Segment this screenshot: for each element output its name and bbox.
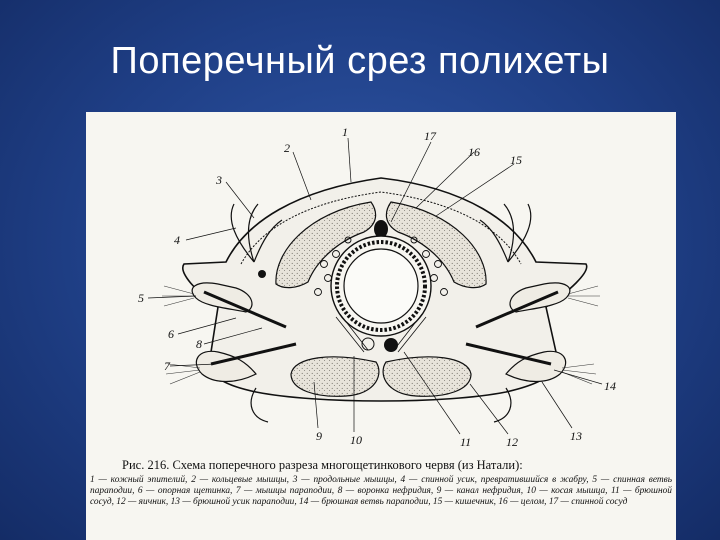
aciculum-right-ventral [465, 342, 552, 366]
ventral-vessel [384, 338, 398, 352]
dorsal-vessel [374, 220, 388, 238]
label-13: 13 [570, 429, 582, 443]
caption-legend: 1 — кожный эпителий, 2 — кольцевые мышцы… [90, 475, 672, 507]
aciculum-left [203, 290, 287, 329]
label-10: 10 [350, 433, 362, 447]
figure-caption: Рис. 216. Схема поперечного разреза мног… [86, 458, 676, 508]
label-15: 15 [510, 153, 522, 167]
ventral-muscle-right [382, 356, 472, 397]
ventral-muscle-left [290, 356, 380, 397]
dorsal-muscle-left [275, 201, 377, 289]
label-4: 4 [174, 233, 180, 247]
oblique-muscles [335, 313, 427, 353]
figure-panel: 1 2 3 4 5 6 7 8 9 10 11 12 13 14 15 16 1… [86, 112, 676, 540]
leader-lines [147, 137, 603, 435]
label-6: 6 [168, 327, 174, 341]
parapodium-ventral-left [195, 350, 257, 383]
gill-right [479, 203, 532, 263]
intestine-epithelium [335, 240, 427, 332]
label-3: 3 [215, 173, 222, 187]
intestine-lumen [343, 248, 419, 324]
ventral-cirrus-left [250, 387, 269, 423]
parapodium-ventral-right [505, 350, 567, 383]
slide-title: Поперечный срез полихеты [110, 40, 610, 82]
label-14: 14 [604, 379, 616, 393]
caption-title: Рис. 216. Схема поперечного разреза мног… [122, 458, 523, 472]
label-5: 5 [138, 291, 144, 305]
nephridium-funnel-left [258, 270, 266, 278]
chaetae [162, 285, 600, 385]
label-7: 7 [164, 359, 171, 373]
cross-section-diagram: 1 2 3 4 5 6 7 8 9 10 11 12 13 14 15 16 1… [138, 125, 616, 449]
circular-muscle-layer [240, 191, 522, 265]
label-12: 12 [506, 435, 518, 449]
label-8: 8 [196, 337, 202, 351]
dorsal-muscle-right [385, 201, 487, 289]
label-11: 11 [460, 435, 471, 449]
aciculum-left-ventral [210, 342, 297, 366]
label-2: 2 [284, 141, 290, 155]
label-17: 17 [424, 129, 437, 143]
label-9: 9 [316, 429, 322, 443]
label-1: 1 [342, 125, 348, 139]
aciculum-right [475, 290, 559, 329]
gill-left [230, 203, 283, 263]
label-16: 16 [468, 145, 480, 159]
